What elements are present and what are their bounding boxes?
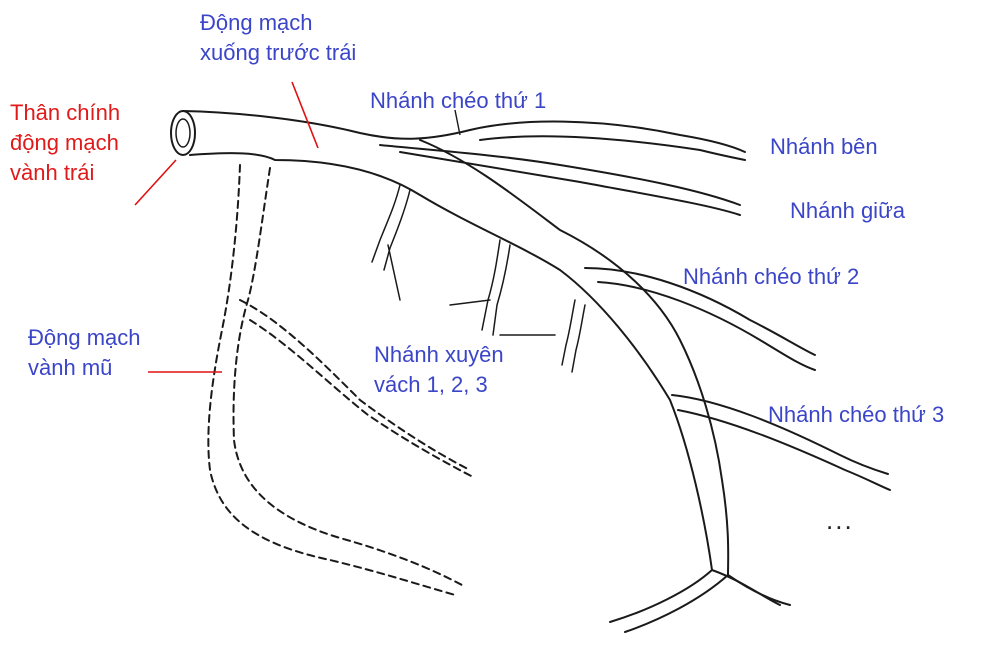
septal-branches-label: Nhánh xuyên vách 1, 2, 3 xyxy=(374,340,504,400)
lad-leader xyxy=(292,82,318,148)
middle-branch-label: Nhánh giữa xyxy=(790,196,905,226)
left-main-ostium xyxy=(171,111,195,155)
diagonal-2-label: Nhánh chéo thứ 2 xyxy=(683,262,859,292)
diagonal-1-label: Nhánh chéo thứ 1 xyxy=(370,86,546,116)
lateral-branch-label: Nhánh bên xyxy=(770,132,878,162)
lad-label: Động mạch xuống trước trái xyxy=(200,8,356,68)
middle-branch xyxy=(380,145,740,215)
ellipsis: ... xyxy=(826,505,854,536)
diagonal-3-label: Nhánh chéo thứ 3 xyxy=(768,400,944,430)
lateral-branch xyxy=(470,122,745,160)
circumflex-label: Động mạch vành mũ xyxy=(28,323,141,383)
left-main-label: Thân chính động mạch vành trái xyxy=(10,98,120,188)
left-main-leader xyxy=(135,160,176,205)
